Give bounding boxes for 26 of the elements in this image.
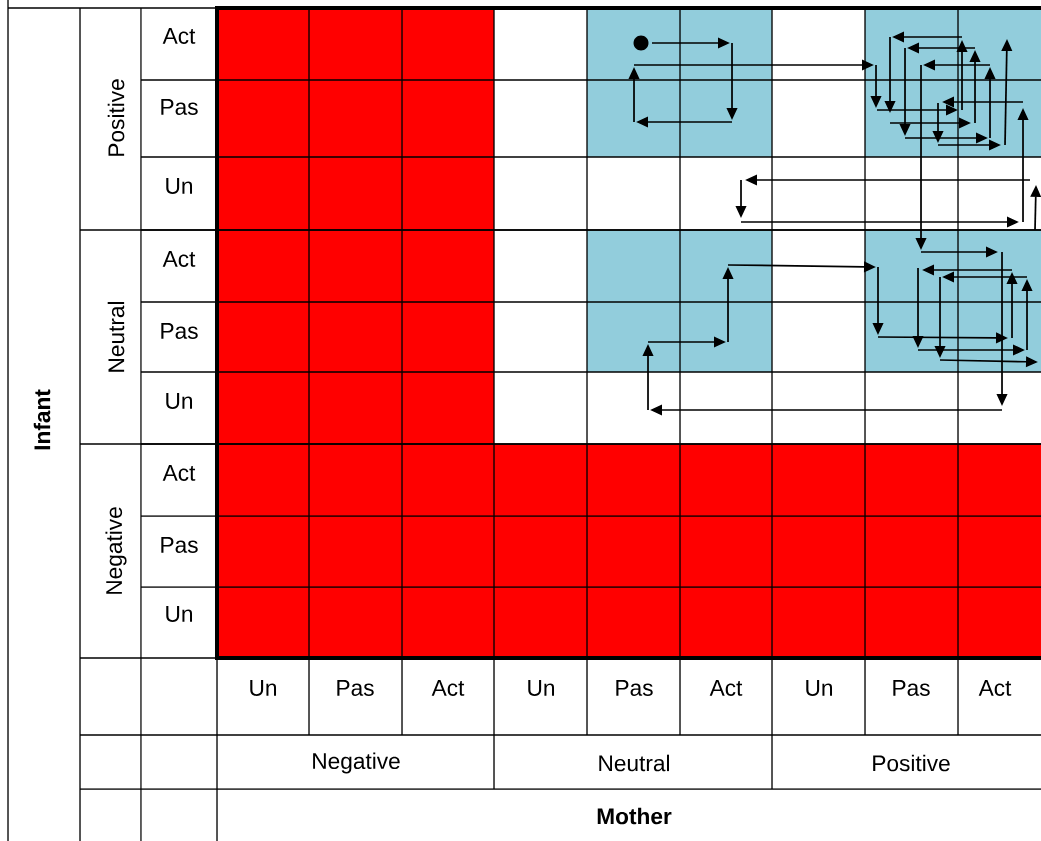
column-label: Un	[250, 680, 276, 696]
column-label: Act	[709, 680, 743, 696]
category-label: Negative	[105, 507, 127, 594]
row-label: Pas	[161, 323, 198, 339]
category-label: Positive	[873, 754, 950, 772]
column-label: Pas	[337, 680, 374, 696]
axis-title: Infant	[33, 389, 51, 450]
category-label: Neutral	[599, 754, 669, 772]
column-label: Pas	[616, 680, 653, 696]
row-label: Un	[166, 393, 192, 409]
row-label: Un	[166, 606, 192, 622]
row-label: Un	[166, 178, 192, 194]
category-label: Negative	[313, 752, 400, 774]
row-label: Pas	[161, 99, 198, 115]
axis-title: Mother	[597, 807, 672, 825]
column-label: Act	[978, 680, 1012, 696]
row-label: Act	[162, 465, 196, 481]
category-label: Positive	[107, 79, 125, 156]
category-label: Neutral	[107, 302, 125, 372]
row-label: Act	[162, 28, 196, 44]
column-label: Act	[431, 680, 465, 696]
column-label: Un	[806, 680, 832, 696]
row-label: Pas	[161, 537, 198, 553]
column-label: Un	[528, 680, 554, 696]
row-label: Act	[162, 251, 196, 267]
column-label: Pas	[893, 680, 930, 696]
